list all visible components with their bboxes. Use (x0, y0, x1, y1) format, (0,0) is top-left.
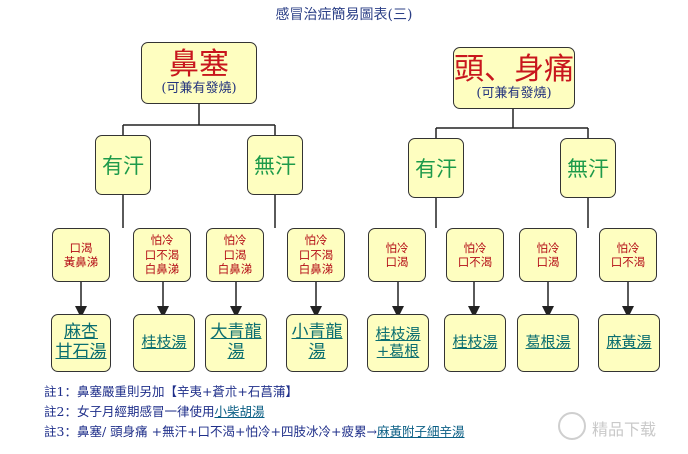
remedy-label: 桂枝湯 (452, 333, 498, 352)
condition-line: 口渴 (69, 240, 93, 255)
condition-box: 怕冷 口渴 (368, 228, 426, 282)
remedy-label: 湯 (308, 342, 326, 362)
condition-box: 怕冷 口渴 白鼻涕 (206, 228, 264, 282)
condition-line: 怕冷 (150, 233, 174, 248)
branch-box-no-sweating: 無汗 (247, 135, 303, 195)
condition-line: 白鼻涕 (298, 262, 334, 277)
root-sublabel: (可兼有發燒) (476, 85, 552, 101)
condition-line: 白鼻涕 (217, 262, 253, 277)
condition-line: 怕冷 (463, 240, 487, 255)
remedy-box: 麻黃湯 (598, 314, 660, 372)
note-text: 女子月經期感冒一律使用 (76, 404, 215, 419)
remedy-box: 小青龍 湯 (286, 314, 348, 372)
note-2: 註2：女子月經期感冒一律使用小柴胡湯 (44, 401, 264, 420)
condition-line: 怕冷 (304, 233, 328, 248)
branch-label: 無汗 (254, 154, 296, 178)
branch-label: 有汗 (415, 157, 457, 181)
note-1: 註1：鼻塞嚴重則另加【辛夷+蒼朮+石菖蒲】 (44, 381, 298, 400)
remedy-label: 小青龍 (291, 322, 343, 343)
watermark-text: 精品下载 (592, 420, 657, 439)
condition-line: 怕冷 (616, 240, 640, 255)
remedy-box: 大青龍 湯 (205, 314, 267, 372)
remedy-box: 麻杏 甘石湯 (51, 314, 111, 372)
note-text: 鼻塞嚴重則另加【辛夷+蒼朮+石菖蒲】 (76, 384, 298, 399)
remedy-box: 桂枝湯 (444, 314, 506, 372)
root-label: 頭、身痛 (454, 52, 574, 88)
remedy-box: 葛根湯 (517, 314, 579, 372)
condition-line: 怕冷 (536, 240, 560, 255)
condition-box: 怕冷 口不渴 (599, 228, 657, 282)
condition-box: 怕冷 口不渴 (446, 228, 504, 282)
condition-box: 怕冷 口不渴 白鼻涕 (133, 228, 191, 282)
branch-box-sweating: 有汗 (95, 135, 151, 195)
branch-box-sweating: 有汗 (408, 138, 464, 198)
root-box-head-body-pain: 頭、身痛 (可兼有發燒) (453, 47, 575, 109)
branch-label: 無汗 (567, 157, 609, 181)
remedy-box: 桂枝湯 +葛根 (367, 314, 429, 372)
condition-box: 怕冷 口不渴 白鼻涕 (287, 228, 345, 282)
remedy-label: 甘石湯 (55, 342, 107, 362)
note-link[interactable]: 小柴胡湯 (214, 404, 265, 419)
condition-line: 口不渴 (457, 255, 493, 269)
note-prefix: 註2： (44, 404, 77, 419)
condition-box: 口渴 黃鼻涕 (52, 228, 110, 282)
note-text: 鼻塞/ 頭身痛 +無汗+口不渴+怕冷+四肢冰冷+疲累→ (76, 424, 377, 439)
remedy-label: 葛根湯 (525, 333, 571, 352)
remedy-label: 麻杏 (64, 322, 98, 343)
note-3: 註3：鼻塞/ 頭身痛 +無汗+口不渴+怕冷+四肢冰冷+疲累→麻黃附子細辛湯 (44, 421, 464, 440)
remedy-label: 湯 (227, 342, 245, 362)
remedy-box: 桂枝湯 (133, 314, 195, 372)
root-label: 鼻塞 (169, 47, 229, 83)
remedy-label: 大青龍 (210, 322, 262, 343)
branch-label: 有汗 (102, 154, 144, 178)
remedy-label: +葛根 (376, 342, 420, 360)
watermark-logo-icon (558, 412, 586, 440)
condition-line: 怕冷 (223, 233, 247, 248)
condition-line: 口不渴 (144, 247, 180, 262)
branch-box-no-sweating: 無汗 (560, 138, 616, 198)
condition-line: 白鼻涕 (144, 262, 180, 277)
condition-box: 怕冷 口渴 (519, 228, 577, 282)
note-link[interactable]: 麻黃附子細辛湯 (376, 424, 465, 439)
remedy-label: 桂枝湯 (141, 333, 187, 352)
condition-line: 口不渴 (610, 255, 646, 269)
root-sublabel: (可兼有發燒) (161, 80, 237, 96)
condition-line: 黃鼻涕 (63, 255, 99, 269)
condition-line: 怕冷 (385, 240, 409, 255)
remedy-label: 麻黃湯 (606, 333, 652, 352)
note-prefix: 註3： (44, 424, 77, 439)
condition-line: 口渴 (536, 255, 560, 269)
remedy-label: 桂枝湯 (375, 324, 421, 343)
condition-line: 口渴 (385, 255, 409, 269)
root-box-nasal-congestion: 鼻塞 (可兼有發燒) (141, 42, 257, 104)
condition-line: 口渴 (223, 247, 247, 262)
condition-line: 口不渴 (298, 247, 334, 262)
diagram-title: 感冒治症簡易圖表(三) (275, 7, 413, 23)
note-prefix: 註1： (44, 384, 77, 399)
